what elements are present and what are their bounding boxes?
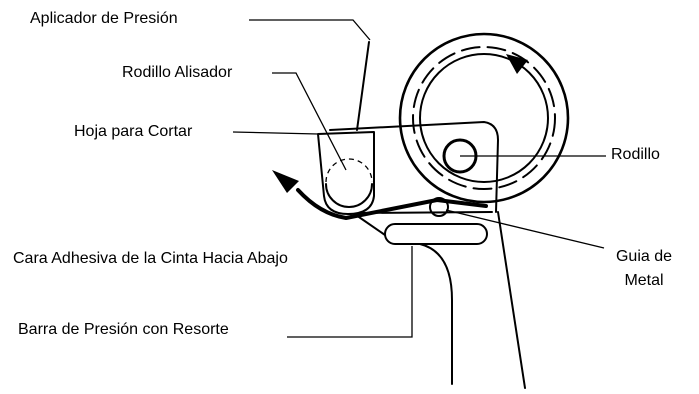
- spring-pressure-bar-shape: [355, 214, 488, 245]
- tape-roll: [398, 32, 570, 204]
- cutting-blade-housing: [317, 131, 375, 215]
- smoothing-roller-shape: [325, 158, 373, 208]
- label-pressure-applicator: Aplicador de Presión: [30, 10, 178, 27]
- tape-path: [296, 188, 488, 220]
- metal-guide-shape: [429, 197, 449, 217]
- label-cutting-blade: Hoja para Cortar: [74, 123, 193, 140]
- label-adhesive-side-down: Cara Adhesiva de la Cinta Hacia Abajo: [13, 250, 288, 267]
- rotation-arrow: [506, 54, 528, 74]
- label-roller: Rodillo: [611, 146, 660, 163]
- dispenser-handle: [419, 211, 526, 389]
- label-metal-guide-line2: Metal: [624, 272, 664, 289]
- label-smoothing-roller: Rodillo Alisador: [122, 64, 233, 81]
- tape-direction-arrow: [272, 170, 299, 193]
- leader-lines: [232, 19, 606, 338]
- label-spring-pressure-bar: Barra de Presión con Resorte: [18, 321, 229, 338]
- label-metal-guide: Guia de Metal: [603, 247, 685, 290]
- label-metal-guide-line1: Guia de: [615, 248, 673, 265]
- pressure-applicator-arm: [356, 41, 370, 131]
